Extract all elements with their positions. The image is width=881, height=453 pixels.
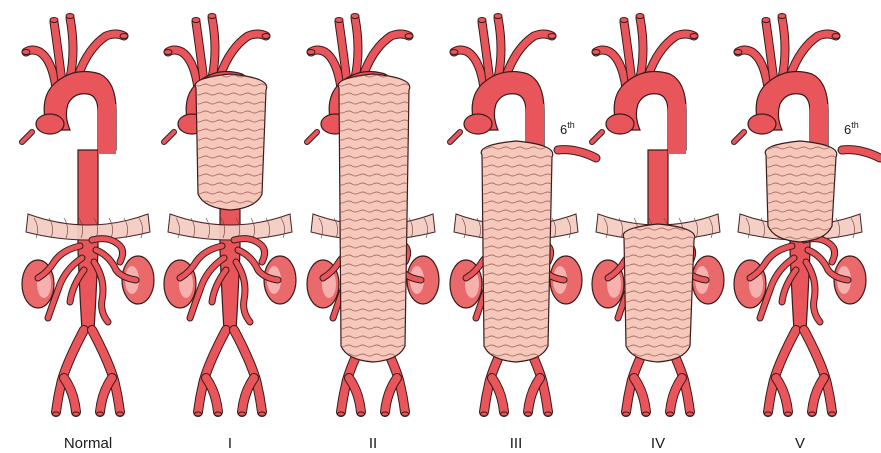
aorta-panel-5 [592, 14, 724, 417]
aneurysm-segment [481, 141, 553, 362]
panel-label-5: IV [651, 435, 665, 452]
aneurysm-segment [195, 74, 267, 210]
sixth-rib [842, 150, 880, 158]
rib-number: 6 [560, 122, 567, 137]
panel-label-2: I [228, 435, 232, 452]
panel-label-6: V [795, 435, 805, 452]
descending-aorta [78, 104, 116, 330]
rib-number: 6 [844, 122, 851, 137]
iliac-arteries [195, 330, 266, 416]
aneurysm-segment [338, 74, 410, 362]
aorta-panel-2 [164, 14, 296, 417]
aorta-panel-4 [450, 14, 596, 417]
rib-suffix: th [851, 120, 859, 130]
panel-label-1: Normal [64, 435, 112, 452]
panel-label-3: II [369, 435, 377, 452]
rib-suffix: th [567, 120, 575, 130]
sixth-rib [558, 150, 596, 158]
panel-label-4: III [510, 435, 523, 452]
iliac-arteries [765, 330, 836, 416]
aorta-panel-3 [307, 14, 439, 417]
aorta-panel-6 [734, 14, 880, 417]
iliac-arteries [53, 330, 124, 416]
sixth-rib-label: 6th [560, 120, 575, 137]
aorta-panel-1 [22, 14, 154, 417]
aneurysm-segment [765, 141, 837, 242]
aneurysm-segment [623, 224, 695, 362]
sixth-rib-label: 6th [844, 120, 859, 137]
